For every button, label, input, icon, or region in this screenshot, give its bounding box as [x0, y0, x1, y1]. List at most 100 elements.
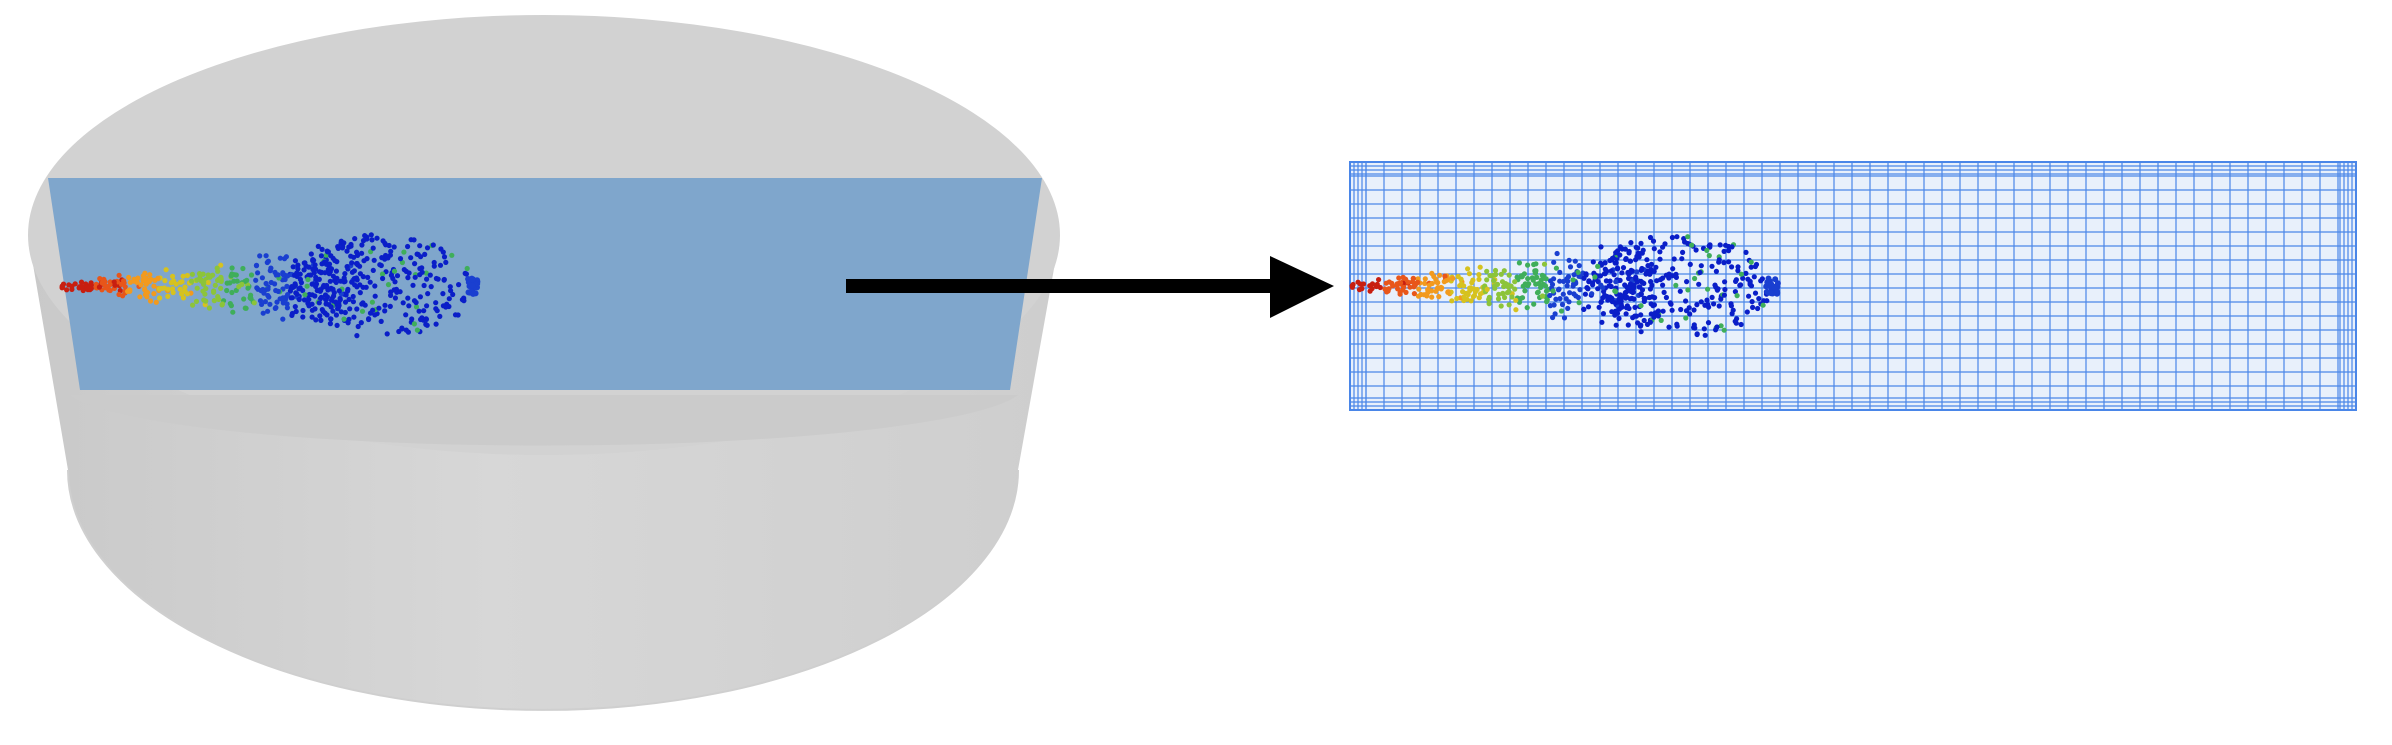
spray-particle — [1709, 263, 1715, 269]
spray-particle — [151, 291, 157, 297]
spray-particle — [265, 292, 271, 299]
spray-particle — [1696, 281, 1702, 287]
spray-particle — [1666, 275, 1672, 281]
spray-particle — [354, 249, 360, 255]
spray-particle — [1697, 269, 1703, 276]
spray-particle — [1476, 276, 1482, 282]
spray-particle — [317, 313, 323, 319]
spray-particle — [1657, 249, 1663, 255]
spray-particle — [142, 270, 148, 276]
spray-particle — [1576, 300, 1582, 306]
connector-arrow — [846, 256, 1334, 318]
spray-particle — [1426, 282, 1432, 288]
spray-particle — [284, 283, 290, 289]
spray-particle — [1554, 250, 1560, 257]
spray-particle — [1495, 296, 1502, 302]
spray-particle — [1636, 284, 1642, 290]
spray-particle — [1596, 304, 1602, 310]
spray-particle — [1519, 273, 1525, 280]
spray-particle — [1728, 303, 1734, 309]
spray-particle — [1702, 332, 1708, 338]
spray-particle — [333, 268, 339, 274]
spray-particle — [180, 273, 186, 279]
spray-particle — [280, 300, 286, 306]
spray-particle — [1627, 288, 1634, 294]
spray-particle — [206, 305, 212, 311]
spray-particle — [431, 259, 437, 266]
spray-particle — [1721, 327, 1727, 333]
spray-particle — [318, 253, 324, 259]
spray-particle — [162, 278, 168, 284]
spray-particle — [1607, 278, 1613, 284]
spray-particle — [370, 307, 376, 313]
spray-particle — [325, 249, 331, 255]
spray-particle — [1605, 295, 1611, 301]
spray-particle — [263, 280, 269, 287]
spray-particle — [294, 291, 300, 297]
spray-particle — [1571, 272, 1577, 278]
spray-particle — [1651, 314, 1657, 320]
spray-particle — [366, 316, 372, 323]
spray-particle — [1486, 301, 1492, 307]
spray-particle — [1505, 284, 1511, 290]
spray-particle — [142, 292, 149, 298]
cylinder-bottom — [67, 469, 1019, 711]
spray-particle — [189, 271, 195, 277]
spray-particle — [327, 321, 333, 327]
spray-particle — [300, 314, 306, 320]
arrow-right-icon — [1270, 256, 1334, 318]
spray-particle — [295, 266, 301, 272]
spray-particle — [268, 279, 274, 286]
spray-particle — [1698, 299, 1704, 305]
spray-particle — [359, 250, 365, 256]
spray-particle — [358, 320, 364, 326]
spray-particle — [333, 312, 339, 318]
spray-particle — [370, 267, 376, 273]
spray-particle — [1512, 286, 1518, 292]
spray-particle — [441, 254, 448, 260]
spray-particle — [417, 294, 423, 300]
spray-particle — [387, 303, 393, 309]
spray-particle — [200, 288, 206, 294]
spray-particle — [1657, 277, 1664, 283]
spray-particle — [253, 262, 260, 268]
spray-particle — [1416, 286, 1422, 292]
spray-particle — [342, 299, 349, 305]
spray-particle — [385, 282, 392, 288]
spray-particle — [325, 287, 331, 293]
spray-particle — [1633, 313, 1640, 319]
spray-particle — [1612, 300, 1618, 306]
spray-particle — [309, 307, 315, 313]
spray-particle — [1623, 305, 1630, 311]
spray-particle — [147, 272, 153, 278]
spray-particle — [1565, 278, 1571, 284]
spray-particle — [1564, 283, 1570, 289]
spray-particle — [1436, 294, 1442, 300]
spray-particle — [1612, 312, 1618, 318]
spray-particle — [241, 296, 247, 302]
spray-particle — [1680, 249, 1686, 255]
spray-particle — [433, 275, 439, 282]
spray-particle — [324, 282, 330, 289]
spray-particle — [1522, 288, 1528, 294]
spray-particle — [1669, 234, 1675, 241]
spray-particle — [1513, 307, 1519, 313]
spray-particle — [1514, 274, 1520, 280]
spray-particle — [1622, 282, 1628, 288]
spray-particle — [1498, 303, 1504, 309]
spray-particle — [1524, 305, 1530, 311]
spray-particle — [344, 264, 350, 270]
spray-particle — [1633, 276, 1639, 282]
spray-particle — [171, 278, 177, 284]
spray-particle — [135, 275, 141, 281]
spray-particle — [1619, 303, 1625, 309]
spray-particle — [292, 281, 298, 287]
spray-particle — [1598, 299, 1604, 305]
spray-particle — [1661, 289, 1667, 295]
spray-particle — [1635, 245, 1641, 251]
spray-particle — [1506, 272, 1512, 278]
spray-particle — [382, 308, 388, 314]
spray-particle — [265, 286, 271, 292]
spray-particle — [304, 283, 310, 289]
spray-particle — [1717, 242, 1723, 248]
